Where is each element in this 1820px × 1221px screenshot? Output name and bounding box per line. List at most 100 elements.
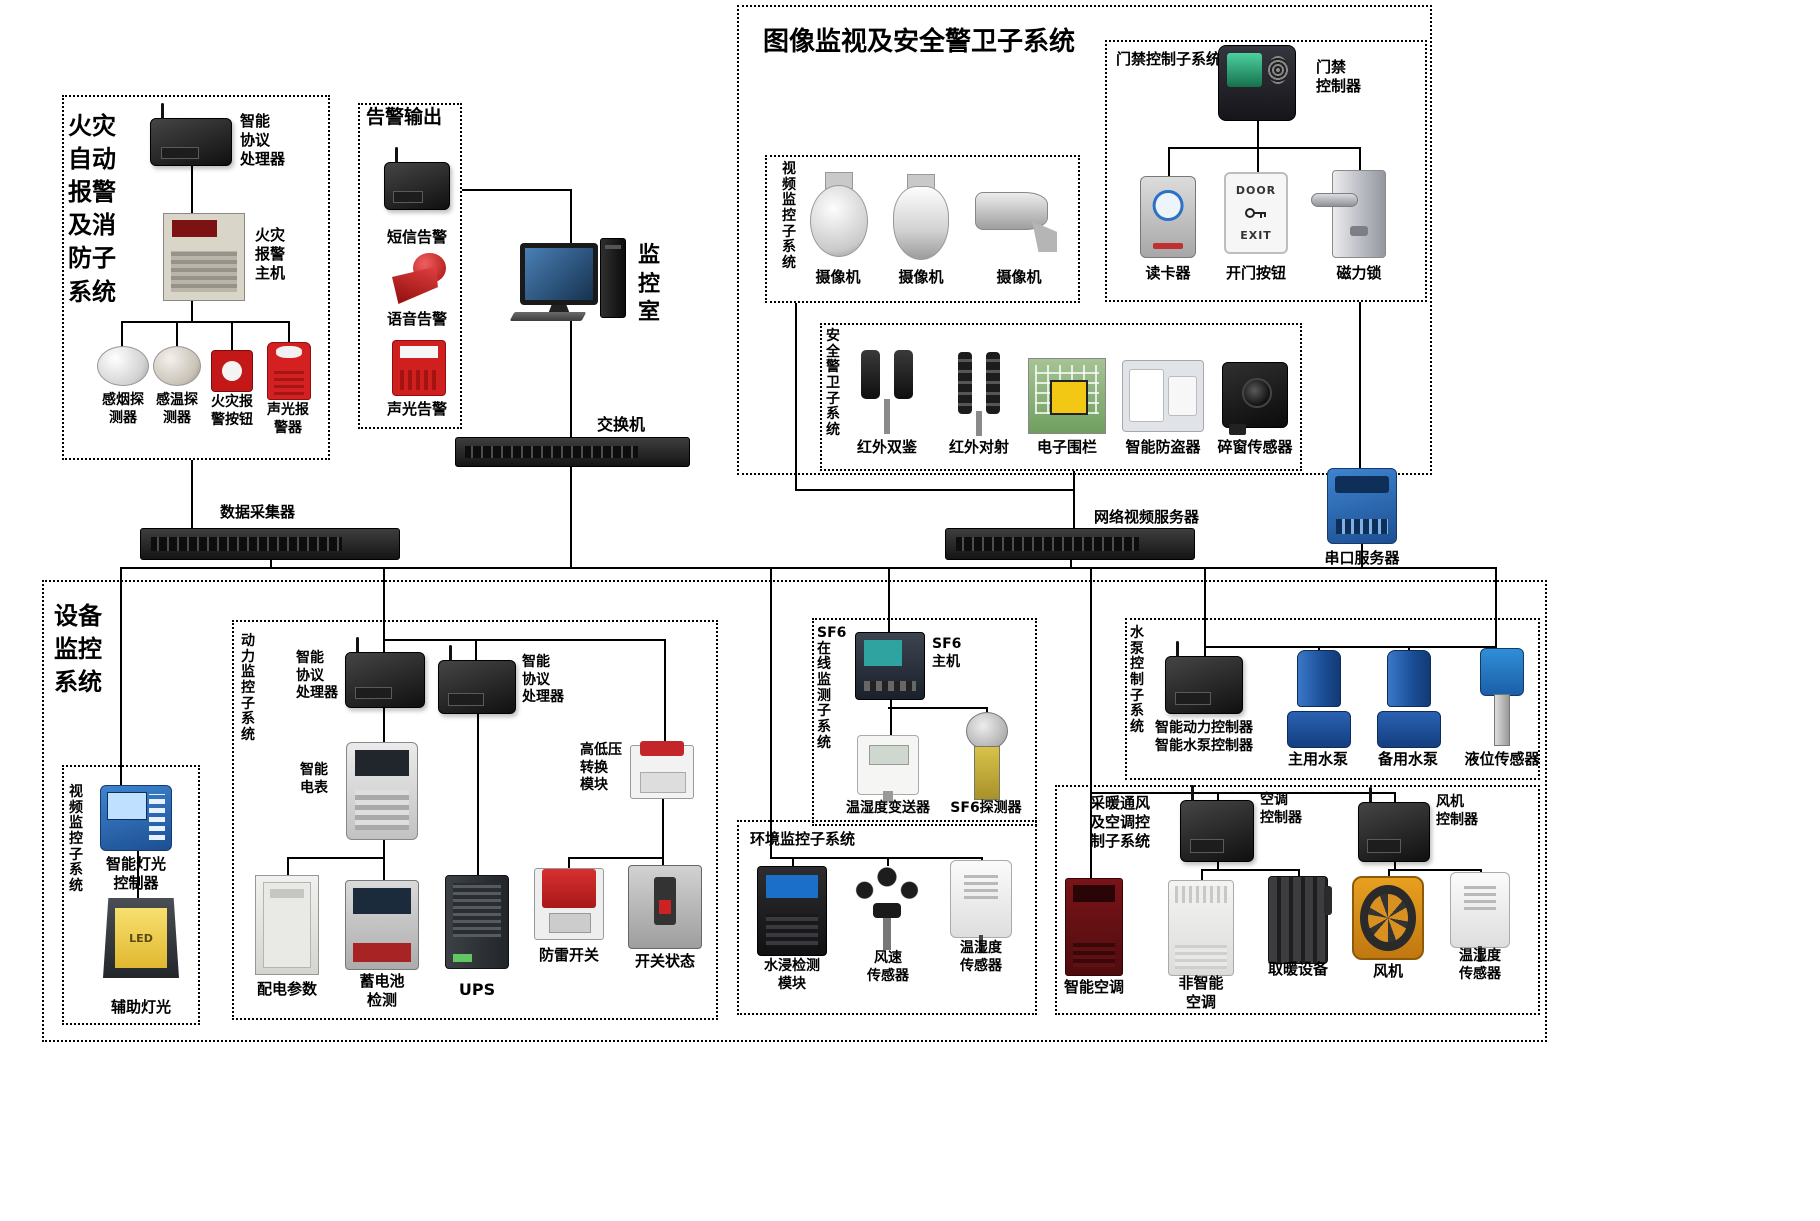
pc-tower-device bbox=[600, 238, 626, 318]
main-pump-label: 主用水泵 bbox=[1287, 750, 1348, 768]
connector bbox=[191, 301, 193, 322]
connector bbox=[1073, 471, 1075, 528]
connector bbox=[287, 857, 385, 859]
connector bbox=[1388, 869, 1390, 876]
power-protocol2-device bbox=[438, 645, 516, 714]
connector bbox=[888, 568, 890, 632]
ir-dual-detector-device bbox=[858, 350, 916, 434]
access-control-title: 门禁控制子系统 bbox=[1116, 50, 1222, 68]
anti-theft-device bbox=[1122, 360, 1204, 432]
lightning-switch-device bbox=[534, 868, 604, 940]
fire-subsystem-title: 火灾 自动 报警 及消 防子 系统 bbox=[68, 112, 116, 306]
magnetic-lock-label: 磁力锁 bbox=[1336, 264, 1382, 282]
alarm-output-box bbox=[358, 103, 462, 429]
wind-sensor-label: 风速 传感器 bbox=[867, 950, 909, 984]
connector bbox=[1070, 560, 1072, 568]
connector bbox=[770, 568, 772, 858]
sf6-host-label: SF6 主机 bbox=[932, 636, 962, 670]
env-th-sensor-label: 温湿度 传感器 bbox=[960, 940, 1002, 974]
connector bbox=[475, 639, 477, 660]
data-collector-device bbox=[140, 528, 400, 560]
security-guard-title: 安 全 警 卫 子 系 统 bbox=[826, 328, 840, 439]
smart-ac-device bbox=[1065, 878, 1123, 976]
breaker-label: 开关状态 bbox=[634, 952, 695, 970]
ir-beam-label: 红外对射 bbox=[948, 438, 1009, 456]
connector bbox=[383, 840, 385, 858]
connector bbox=[1361, 544, 1363, 568]
connector bbox=[1217, 862, 1219, 870]
fire-alarm-host-label: 火灾 报警 主机 bbox=[255, 226, 286, 282]
environment-box bbox=[737, 820, 1037, 1015]
connector bbox=[1408, 646, 1410, 651]
access-controller-label: 门禁 控制器 bbox=[1316, 58, 1362, 95]
video-monitor-title: 视 频 监 控 子 系 统 bbox=[782, 161, 796, 272]
connector bbox=[1201, 869, 1203, 880]
connector bbox=[568, 857, 570, 868]
connector bbox=[890, 707, 892, 735]
connector bbox=[270, 560, 272, 568]
water-leak-label: 水浸检测 模块 bbox=[764, 958, 820, 992]
sf6-detector-label: SF6探测器 bbox=[950, 800, 1022, 816]
sound-light-output-label: 声光告警 bbox=[386, 400, 447, 418]
connector bbox=[1394, 792, 1396, 802]
alarm-output-title: 告警输出 bbox=[366, 106, 443, 128]
connector bbox=[121, 321, 290, 323]
voice-alarm-label: 语音告警 bbox=[386, 310, 447, 328]
door-exit-button-device: DOOR EXIT bbox=[1224, 172, 1288, 254]
env-th-sensor-device bbox=[950, 860, 1012, 953]
connector bbox=[1168, 147, 1361, 149]
access-controller-device bbox=[1218, 45, 1296, 121]
fire-alarm-button-device bbox=[211, 350, 253, 392]
camera3-label: 摄像机 bbox=[996, 268, 1042, 286]
connector bbox=[1217, 792, 1219, 800]
lan-switch-device bbox=[455, 437, 690, 467]
sound-light-output-device bbox=[392, 340, 446, 396]
security-guard-box bbox=[820, 323, 1302, 471]
door-text: DOOR bbox=[1235, 184, 1277, 198]
connector bbox=[792, 857, 794, 866]
connector bbox=[137, 851, 139, 898]
connector bbox=[1480, 869, 1482, 873]
connector bbox=[664, 639, 666, 745]
th-transmitter-label: 温湿度变送器 bbox=[846, 800, 930, 816]
sf6-host-device bbox=[855, 632, 925, 700]
pump-control-box bbox=[1125, 618, 1540, 780]
fire-alarm-button-label: 火灾报 警按钮 bbox=[211, 394, 253, 428]
light-controller-device bbox=[100, 785, 172, 851]
connector bbox=[1388, 869, 1482, 871]
connector bbox=[1394, 862, 1396, 870]
connector bbox=[986, 707, 988, 713]
connector bbox=[981, 857, 983, 861]
battery-label: 蓄电池 检测 bbox=[359, 972, 405, 1009]
sms-alarm-device bbox=[384, 147, 450, 210]
ac-controller-device bbox=[1180, 785, 1254, 862]
fan-controller-device bbox=[1358, 787, 1430, 862]
connector bbox=[1359, 302, 1361, 468]
fence-label: 电子围栏 bbox=[1036, 438, 1097, 456]
flood-light-device: LED bbox=[103, 898, 179, 978]
connector bbox=[231, 321, 233, 351]
connector bbox=[288, 321, 290, 343]
sf6-monitor-box bbox=[812, 618, 1037, 826]
sf6-title: SF6 在 线 监 测 子 系 统 bbox=[817, 625, 847, 751]
connector bbox=[795, 303, 797, 490]
sound-light-alarm-label: 声光报 警器 bbox=[267, 402, 309, 436]
smoke-detector-device bbox=[97, 346, 149, 386]
connector bbox=[383, 857, 385, 880]
keyboard-device bbox=[509, 312, 587, 321]
connector bbox=[570, 467, 572, 568]
pump-controller-device bbox=[1165, 641, 1243, 714]
connector bbox=[191, 460, 193, 528]
data-collector-label: 数据采集器 bbox=[220, 503, 296, 521]
connector bbox=[1257, 147, 1259, 173]
connector bbox=[890, 700, 892, 708]
water-leak-module-device bbox=[757, 866, 827, 956]
ups-device bbox=[445, 875, 509, 969]
card-reader-device bbox=[1140, 176, 1196, 258]
smart-meter-label: 智能 电表 bbox=[300, 762, 328, 796]
connector bbox=[570, 320, 572, 437]
connector bbox=[1201, 869, 1300, 871]
connector bbox=[662, 857, 664, 865]
sound-light-alarm-device bbox=[267, 342, 311, 400]
